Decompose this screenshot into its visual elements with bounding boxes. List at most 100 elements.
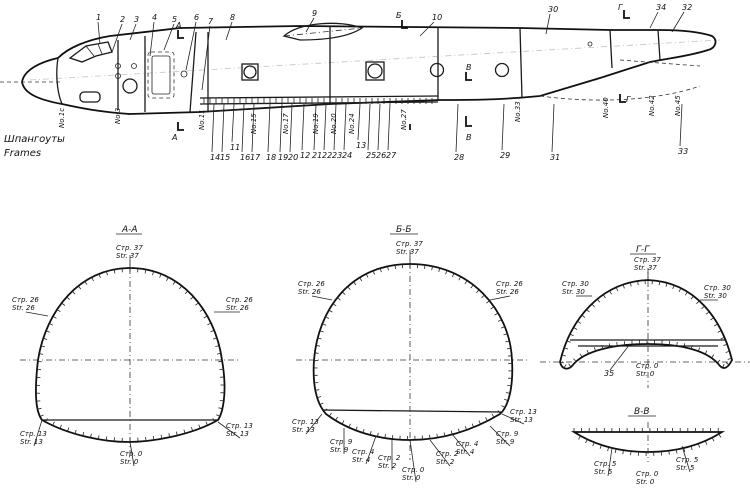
bb-str26-right-ru: Стр. 26 [496,280,523,288]
section-aa-outline [35,267,226,443]
part-number-34: 34 [656,3,666,12]
part-number-20: 20 [288,153,298,162]
bb-str37-ru: Стр. 37 [396,240,423,248]
section-gg-part-35: 35 [604,369,614,378]
fuselage-outline [21,25,717,115]
part-number-10: 10 [432,13,442,22]
vv-str0-en: Str. 0 [636,478,655,486]
part-number-25: 25 [366,151,376,160]
frame-label-6: No.19 [312,113,320,134]
bb-str0-ru: Стр. 0 [402,466,425,474]
window-square [241,63,259,81]
section-bb: Б-Б [296,225,528,460]
gg-str0-ru: Стр. 0 [636,362,659,370]
part-number-30: 30 [548,5,558,14]
part-number-23: 23 [332,151,342,160]
gg-shape-stringers [559,280,732,369]
bb-str9-left-en: Str. 9 [330,446,349,454]
section-vv: В-В [570,407,726,462]
frame-label-4: No.15 [250,113,258,134]
part-number-6: 6 [194,13,199,22]
part-number-21: 21 [312,151,322,160]
gg-str30-right-ru: Стр. 30 [704,284,731,292]
vv-str5-left-en: Str. 5 [594,468,613,476]
section-markers: А А Б В В Г Г [171,3,631,142]
vv-str5-left-ru: Стр. 5 [594,460,617,468]
fuselage-side-view [0,22,721,115]
part-number-31: 31 [550,153,560,162]
frame-label-10: No.33 [514,101,522,122]
section-mark-g-top: Г [618,3,623,12]
frame-label-7: No.20 [330,113,338,134]
bb-str13-left-ru: Стр. 13 [292,418,319,426]
bb-str0-en: Str. 0 [402,474,421,482]
aa-str13-right-ru: Стр. 13 [226,422,253,430]
part-number-3: 3 [134,15,139,24]
part-number-11: 11 [230,143,240,152]
legend-frames-en: Frames [4,148,41,159]
bb-str37-en: Str. 37 [396,248,419,256]
aa-str13-left-en: Str. 13 [20,438,43,446]
bb-str26-left-ru: Стр. 26 [298,280,325,288]
part-number-9: 9 [312,9,317,18]
section-mark-g-bottom: Г [626,95,631,104]
part-number-5: 5 [172,15,177,24]
part-number-1: 1 [96,13,101,22]
part-number-8: 8 [230,13,235,22]
frame-label-2: No.3 [114,108,122,124]
vv-str0-ru: Стр. 0 [636,470,659,478]
entry-door [147,51,175,99]
vv-str5-right-ru: Стр. 5 [676,456,699,464]
section-gg-title: Г-Г [636,245,650,255]
frame-label-5: No.17 [282,113,290,134]
bb-shape-stringers [313,264,513,441]
bb-str4-left-en: Str. 4 [352,456,370,464]
section-gg: Г-Г [540,245,750,388]
part-number-24: 24 [342,151,352,160]
section-mark-a-bottom: А [171,133,177,142]
part-number-19: 19 [278,153,288,162]
vv-shape-stringers [573,428,722,456]
aa-str0-ru: Стр. 0 [120,450,143,458]
part-number-2: 2 [120,15,125,24]
gg-str30-left-en: Str. 30 [562,288,585,296]
aa-str26-left-ru: Стр. 26 [12,296,39,304]
section-mark-b-top: Б [396,11,402,20]
bb-str2-right-en: Str. 2 [436,458,455,466]
frame-label-3: No.11 [198,109,206,130]
section-mark-v-bottom: В [466,133,472,142]
section-mark-v-top: В [466,63,472,72]
aa-str26-left-en: Str. 26 [12,304,35,312]
section-mark-a-top: А [175,21,181,30]
aa-str26-right-ru: Стр. 26 [226,296,253,304]
frame-label-9: No.27 [400,109,408,130]
frame-label-11: No.40 [602,97,610,118]
bb-str13-right-ru: Стр. 13 [510,408,537,416]
bb-str2-right-ru: Стр. 2 [436,450,459,458]
section-bb-title: Б-Б [396,225,412,235]
part-number-28: 28 [454,153,464,162]
aa-str13-left-ru: Стр. 13 [20,430,47,438]
aa-str37-en: Str. 37 [116,252,139,260]
bb-str9-right-ru: Стр. 9 [496,430,519,438]
part-number-17: 17 [250,153,261,162]
frame-label-8: No.24 [348,113,356,134]
section-bb-outline [312,263,514,441]
gg-str0-en: Str. 0 [636,370,655,378]
gg-str30-right-en: Str. 30 [704,292,727,300]
part-number-15: 15 [220,153,230,162]
bb-str4-left-ru: Стр. 4 [352,448,374,456]
nose-window [79,91,101,103]
frame-label-13: No.45 [674,95,682,116]
bb-str2-left-en: Str. 2 [378,462,397,470]
gg-str37-en: Str. 37 [634,264,657,272]
part-number-22: 22 [322,151,332,160]
aa-str13-right-en: Str. 13 [226,430,249,438]
part-number-33: 33 [678,147,688,156]
part-number-32: 32 [682,3,692,12]
bb-str26-left-en: Str. 26 [298,288,321,296]
porthole [122,78,138,94]
